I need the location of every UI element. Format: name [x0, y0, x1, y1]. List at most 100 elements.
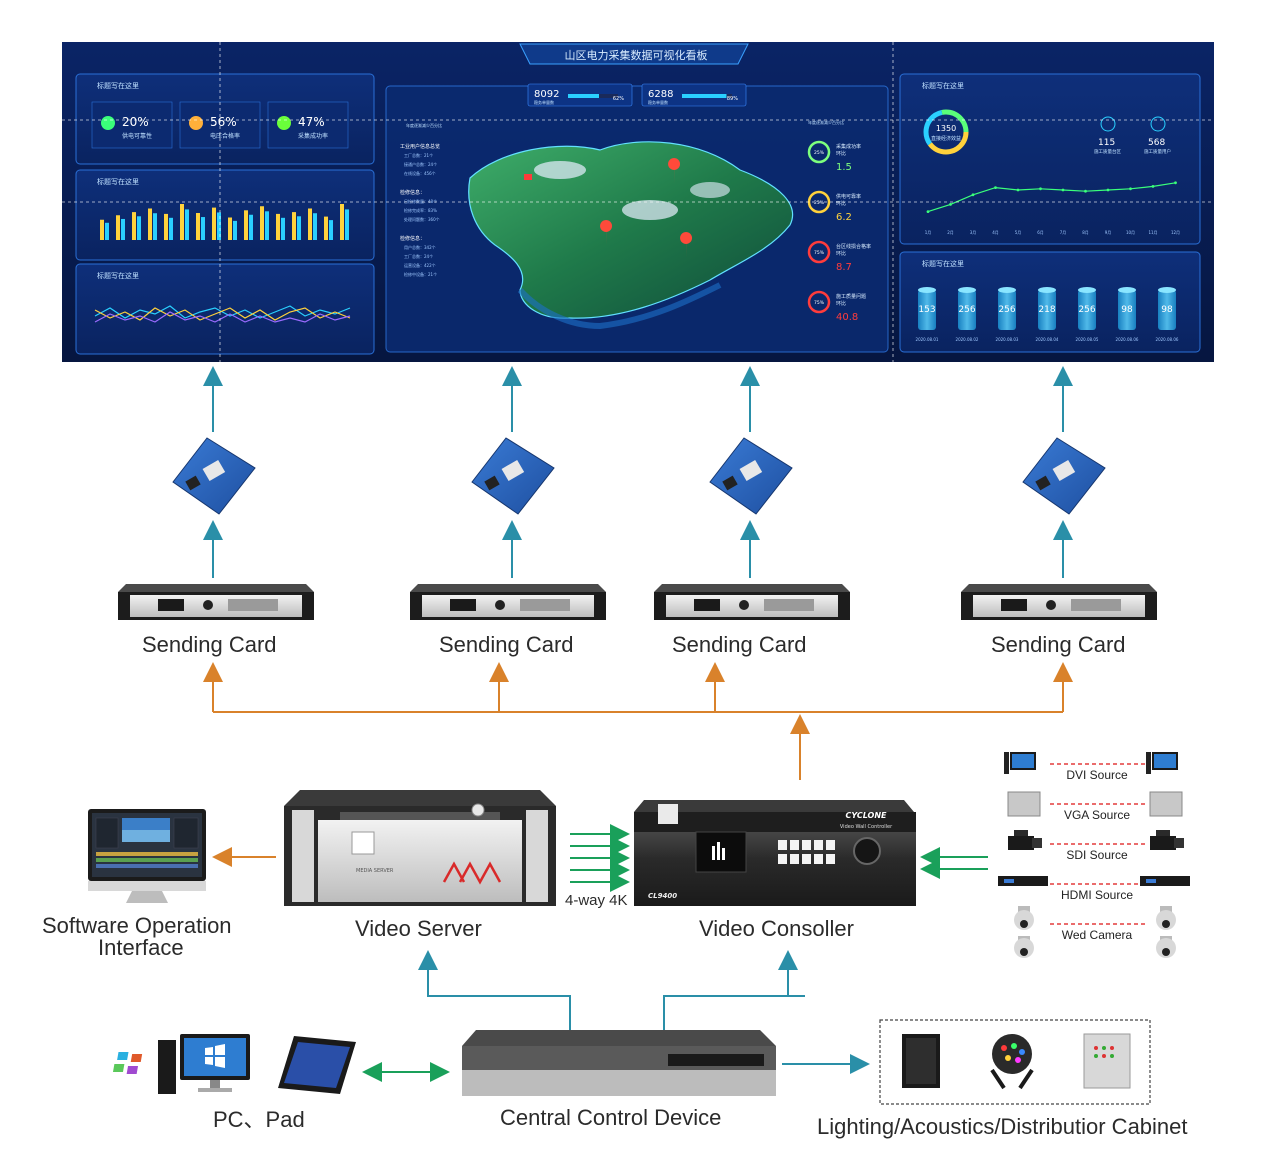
info-section-head: 检修信息：: [400, 235, 425, 242]
control-lines: [418, 950, 870, 1074]
center-left-tag: 年度逐渐减少百分比: [406, 122, 442, 128]
vga-box-icon: [1007, 791, 1041, 817]
cylinder-top: [1038, 287, 1056, 293]
cylinder-bar: [1078, 290, 1096, 330]
map-cloud: [690, 182, 730, 198]
kpi-label: 供电可靠性: [122, 132, 152, 140]
software-ui-label-line1: Software Operation: [42, 913, 232, 938]
console-model: CL9400: [648, 892, 677, 900]
led-wall-dashboard: 山区电力采集数据可视化看板 标题写在这里 20%供电可靠性56%电压合格率47%…: [62, 42, 1214, 362]
source-label: SDI Source: [1066, 848, 1128, 862]
vga-box-icon: [1149, 791, 1183, 817]
chart-bar: [169, 217, 173, 240]
gauge-pct: 75%: [814, 300, 825, 306]
sending-card-device: [654, 584, 850, 620]
trend-point: [1061, 188, 1065, 192]
map-pin-icon: [600, 220, 613, 246]
console-knob-icon: [853, 837, 881, 865]
server-brand: MEDIA SERVER: [356, 868, 394, 874]
device-knob-icon: [739, 600, 749, 610]
map-pin-icon: [680, 232, 693, 258]
sending-card-label: Sending Card: [142, 632, 277, 657]
sending-card-device: [961, 584, 1157, 620]
board-chip: [1052, 459, 1076, 482]
kpi-value: 56%: [210, 115, 237, 129]
peripheral-label: Lighting/Acoustics/Distributior Cabinet: [817, 1114, 1188, 1139]
gauge-pct: 25%: [814, 150, 825, 156]
chart-bar: [196, 213, 200, 240]
trend-point: [1106, 188, 1110, 192]
trend-point: [926, 210, 930, 214]
top-stat-label: 稳务单量数: [534, 99, 554, 105]
chart-bar: [116, 215, 120, 240]
top-stat-fill: [682, 94, 727, 98]
receiving-card-icon: [1022, 437, 1106, 515]
ring-label: 直接经济效益: [931, 135, 961, 142]
device-top: [118, 584, 314, 592]
chart-bar: [329, 220, 333, 240]
left-panel-lines: 标题写在这里: [75, 263, 375, 355]
left-panel-bars: 标题写在这里: [75, 169, 375, 261]
trend-line: [927, 182, 1176, 213]
chart-bar: [153, 213, 157, 240]
trend-point: [1174, 181, 1177, 185]
chart-bar: [340, 204, 344, 240]
chart-bar: [185, 209, 189, 240]
chart-bar: [249, 214, 253, 240]
console-key: [778, 854, 787, 864]
distribution-cabinet-icon: [1083, 1033, 1131, 1089]
month-tick: 10月: [1126, 230, 1135, 235]
console-key: [802, 840, 811, 850]
month-tick: 1月: [925, 230, 932, 235]
top-stat-fill: [568, 94, 599, 98]
chart-bar: [297, 216, 301, 240]
line-series-1: [94, 305, 351, 319]
board-chip: [1035, 475, 1051, 491]
gauge-value: 8.7: [836, 262, 852, 273]
gauge-sub: 环比: [836, 250, 846, 257]
trend-point: [1084, 189, 1087, 193]
pc-pad-label: PC、Pad: [213, 1107, 305, 1132]
device-vent: [228, 599, 278, 611]
console-key: [790, 840, 799, 850]
board-chip: [185, 475, 201, 491]
gauge-label: 供电可靠率: [836, 193, 861, 200]
top-stat-label: 稳务单量数: [648, 99, 668, 105]
trend-point: [971, 193, 975, 197]
info-line: 处理问题数：360个: [404, 216, 440, 222]
dashboard-title: 山区电力采集数据可视化看板: [565, 48, 708, 62]
board-chip: [501, 459, 525, 482]
month-tick: 2月: [947, 230, 954, 235]
info-line: 用户总数：342个: [404, 244, 436, 250]
tablet-icon: [112, 1036, 356, 1094]
gauge-sub: 环比: [836, 150, 846, 157]
cylinder-bar: [1038, 290, 1056, 330]
video-consoller-label: Video Consoller: [699, 916, 854, 941]
console-key: [826, 840, 835, 850]
video-camera-icon: [1150, 830, 1184, 850]
cylinder-top: [958, 287, 976, 293]
map-cloud: [622, 200, 678, 220]
chart-bar: [164, 213, 168, 240]
kpi-label: 采集成功率: [298, 132, 328, 140]
map-cloud: [534, 161, 586, 179]
dome-camera-icon: [1014, 906, 1034, 958]
monitor-icon: [1004, 752, 1036, 774]
source-label: Wed Camera: [1062, 928, 1133, 942]
console-key: [814, 854, 823, 864]
cylinder-top: [998, 287, 1016, 293]
month-tick: 12月: [1171, 230, 1180, 235]
cylinder-value: 256: [1078, 305, 1095, 315]
chart-bar: [281, 217, 285, 240]
chart-bar: [244, 210, 248, 240]
cylinder-date: 2020.08.05: [1076, 337, 1099, 342]
receiving-card-icon: [709, 437, 793, 515]
cylinder-bar: [958, 290, 976, 330]
map-flag-icon: [524, 174, 532, 180]
server-logo-icon: [442, 861, 502, 885]
sending-card-label: Sending Card: [672, 632, 807, 657]
info-section-head: 检修信息：: [400, 189, 425, 196]
